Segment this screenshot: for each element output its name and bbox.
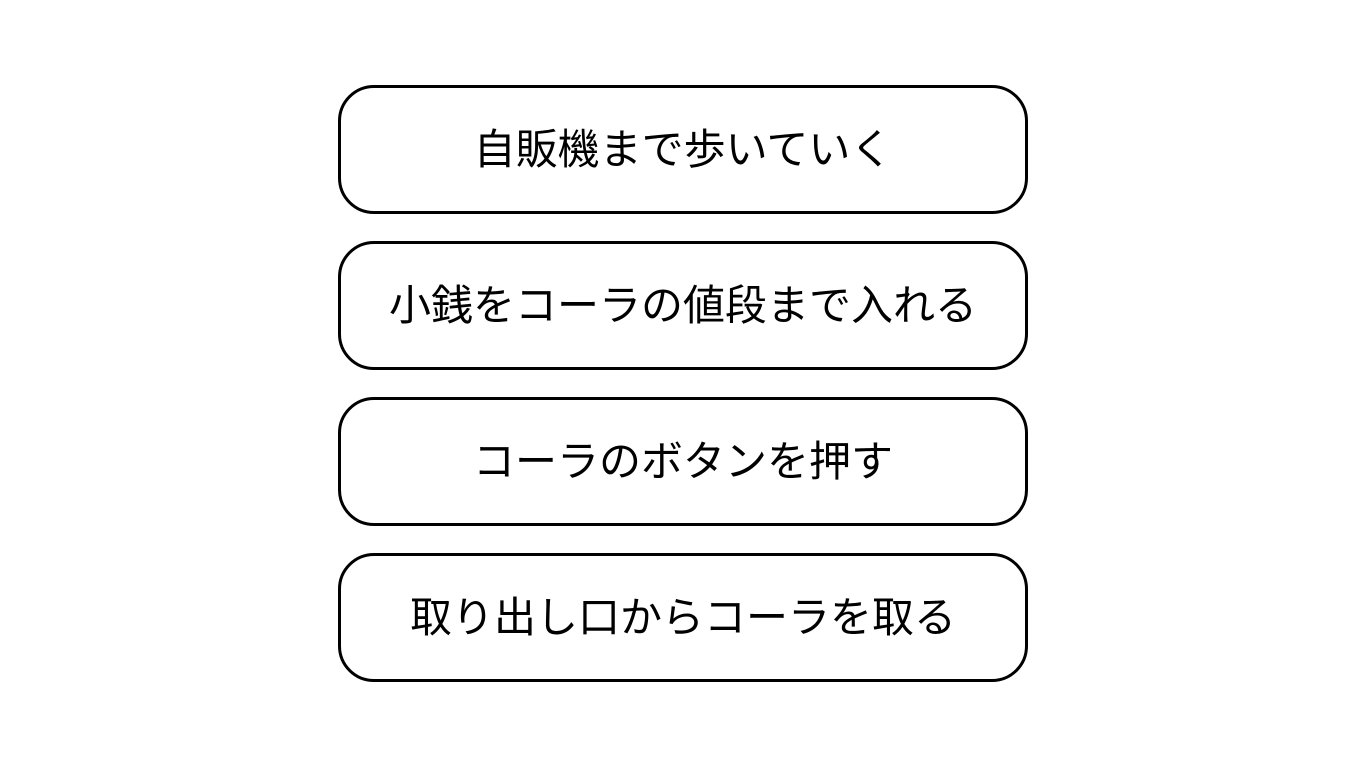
step-label-2: 小銭をコーラの値段まで入れる (388, 280, 977, 330)
step-box-4: 取り出し口からコーラを取る (338, 553, 1028, 682)
step-label-1: 自販機まで歩いていく (473, 124, 893, 174)
step-box-1: 自販機まで歩いていく (338, 85, 1028, 214)
step-label-3: コーラのボタンを押す (472, 436, 893, 486)
step-label-4: 取り出し口からコーラを取る (409, 592, 956, 642)
step-box-3: コーラのボタンを押す (338, 397, 1028, 526)
step-box-2: 小銭をコーラの値段まで入れる (338, 241, 1028, 370)
